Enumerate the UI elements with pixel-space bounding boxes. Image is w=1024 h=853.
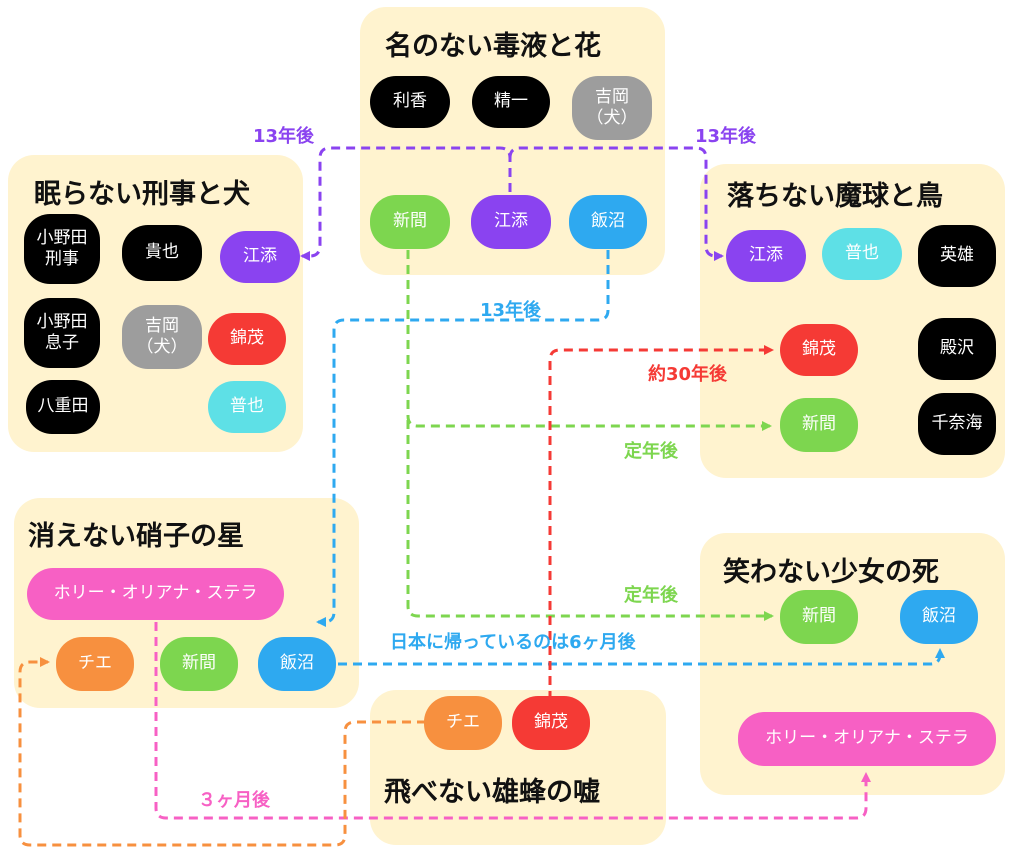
node-seiichi[interactable]: 精一 <box>472 76 550 128</box>
node-takaya[interactable]: 貴也 <box>122 225 202 281</box>
node-ezoe-top[interactable]: 江添 <box>471 195 551 249</box>
node-shinma-right[interactable]: 新間 <box>780 398 858 452</box>
node-holly-girl[interactable]: ホリー・オリアナ・ステラ <box>738 712 996 766</box>
title-unfalling-ball: 落ちない魔球と鳥 <box>727 181 943 212</box>
title-girl-death: 笑わない少女の死 <box>723 557 939 588</box>
edge-ezoe-right <box>508 146 724 261</box>
label-back-in-japan-6-months: 日本に帰っているのは6ヶ月後 <box>390 632 636 653</box>
node-fumiya-right[interactable]: 普也 <box>822 228 902 280</box>
node-chie-glass[interactable]: チエ <box>56 637 134 691</box>
label-retirement-1: 定年後 <box>624 441 678 462</box>
label-about-30-years: 約30年後 <box>648 364 728 385</box>
edge-iinuma-girl <box>338 648 945 666</box>
node-iinuma-girl[interactable]: 飯沼 <box>900 590 978 644</box>
label-13years-blue: 13年後 <box>480 300 542 321</box>
node-holly-glass[interactable]: ホリー・オリアナ・ステラ <box>27 568 284 620</box>
node-nishiki-bee[interactable]: 錦茂 <box>512 696 590 750</box>
node-ezoe-right[interactable]: 江添 <box>726 230 806 282</box>
title-sleepless-detective: 眠らない刑事と犬 <box>34 179 250 210</box>
node-iinuma-glass[interactable]: 飯沼 <box>258 637 336 691</box>
node-hideo[interactable]: 英雄 <box>918 225 996 287</box>
node-yoshioka-dog-left[interactable]: 吉岡 （犬） <box>122 305 202 369</box>
label-3-months: ３ヶ月後 <box>198 790 270 811</box>
edge-iinuma-glass <box>316 250 610 627</box>
node-iinuma-top[interactable]: 飯沼 <box>569 195 647 249</box>
node-fumiya-left[interactable]: 普也 <box>208 381 286 433</box>
node-nishiki-left[interactable]: 錦茂 <box>208 313 286 365</box>
label-13years-right: 13年後 <box>695 126 757 147</box>
title-glass-star: 消えない硝子の星 <box>28 521 244 552</box>
edge-shinma-girl <box>406 420 774 621</box>
label-13years-left: 13年後 <box>253 126 315 147</box>
node-onoda-son[interactable]: 小野田 息子 <box>24 298 100 368</box>
node-shinma-girl[interactable]: 新間 <box>780 590 858 644</box>
edge-nishiki-right <box>548 345 774 700</box>
node-tonozawa[interactable]: 殿沢 <box>918 318 996 380</box>
title-drone-lie: 飛べない雄蜂の嘘 <box>384 777 600 808</box>
node-chinami[interactable]: 千奈海 <box>918 393 996 455</box>
node-yaeda[interactable]: 八重田 <box>26 380 100 434</box>
edge-chie-glass <box>18 657 426 847</box>
node-chie-bee[interactable]: チエ <box>424 696 502 750</box>
edge-ezoe-left <box>300 146 512 261</box>
node-shinma-glass[interactable]: 新間 <box>160 637 238 691</box>
node-yoshioka-dog-top[interactable]: 吉岡 （犬） <box>572 76 652 140</box>
node-rika[interactable]: 利香 <box>370 76 450 128</box>
node-onoda-detective[interactable]: 小野田 刑事 <box>24 214 100 284</box>
node-ezoe-left[interactable]: 江添 <box>220 231 300 283</box>
title-nameless-poison: 名のない毒液と花 <box>385 31 601 62</box>
edge-holly-girl <box>154 622 871 820</box>
edge-shinma-right <box>406 250 772 431</box>
node-shinma-top[interactable]: 新間 <box>370 195 450 249</box>
label-retirement-2: 定年後 <box>624 585 678 606</box>
node-nishiki-right[interactable]: 錦茂 <box>780 324 858 376</box>
